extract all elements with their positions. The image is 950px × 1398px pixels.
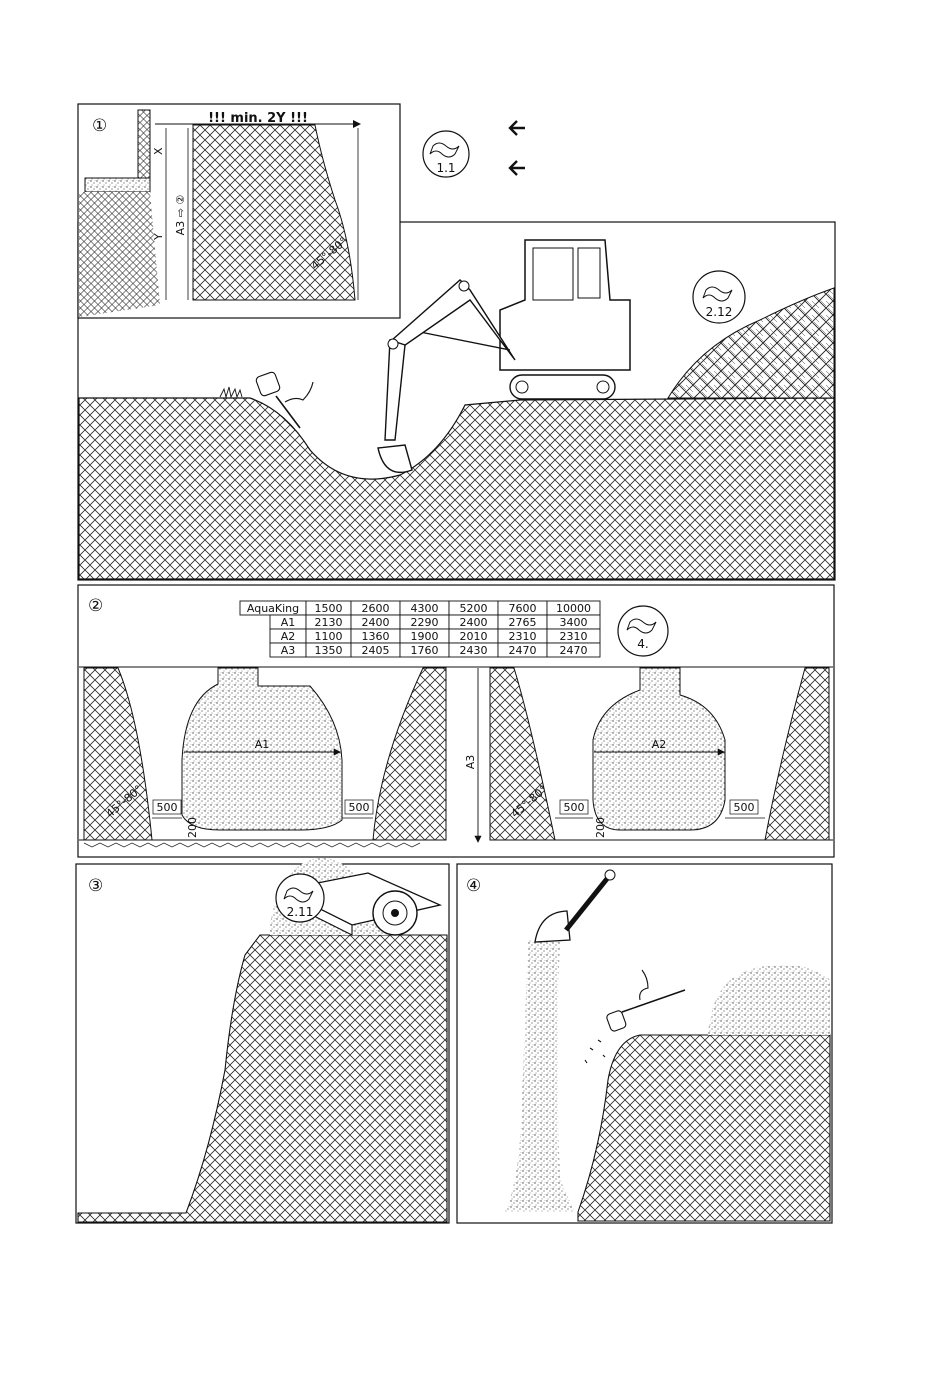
arrow-left-icon — [510, 121, 525, 135]
table-cell: 2290 — [411, 616, 439, 629]
table-cell: A3 — [281, 644, 296, 657]
excavator-bucket-icon — [535, 870, 615, 942]
table-cell: 2765 — [509, 616, 537, 629]
x-label: X — [152, 147, 165, 155]
reference-badge-2-12: 2.12 — [693, 271, 745, 323]
shovel-icon — [606, 970, 685, 1032]
table-cell: 2010 — [460, 630, 488, 643]
table-cell: 2470 — [560, 644, 588, 657]
clearance-500-label: 500 — [157, 801, 178, 814]
panel-number: ② — [88, 596, 103, 616]
reference-code: 2.12 — [706, 305, 733, 319]
table-cell: 1350 — [315, 644, 343, 657]
table-cell: 2310 — [560, 630, 588, 643]
table-cell: 2400 — [362, 616, 390, 629]
panel-3-fill: ③ 2.11 — [76, 858, 449, 1223]
a2-dimension-label: A2 — [652, 738, 667, 751]
table-cell: 1100 — [315, 630, 343, 643]
base-200-label: 200 — [594, 817, 607, 838]
y-label: Y — [152, 233, 165, 241]
clearance-500-label: 500 — [349, 801, 370, 814]
table-header-cell: AquaKing — [247, 602, 299, 615]
table-cell: 2430 — [460, 644, 488, 657]
panel-4-backfill: ④ — [457, 864, 832, 1223]
reference-code: 4. — [637, 637, 648, 651]
arrow-left-icon — [510, 161, 525, 175]
reference-badge-1-1: 1.1 — [423, 121, 525, 177]
panel-number: ③ — [88, 876, 103, 896]
reference-code: 2.11 — [287, 905, 314, 919]
table-cell: A2 — [281, 630, 296, 643]
table-cell: 2405 — [362, 644, 390, 657]
table-header-cell: 5200 — [460, 602, 488, 615]
base-200-label: 200 — [186, 817, 199, 838]
table-cell: 1900 — [411, 630, 439, 643]
a3-dimension-label: A3 — [464, 755, 477, 770]
a1-dimension-label: A1 — [255, 738, 270, 751]
a3-label: A3 ⇨ ② — [174, 195, 187, 236]
clearance-500-label: 500 — [734, 801, 755, 814]
panel-1-inset: ① !!! min. 2Y !!! X Y A3 ⇨ ② 45°-80° — [78, 104, 400, 318]
table-cell: 3400 — [560, 616, 588, 629]
table-cell: 2130 — [315, 616, 343, 629]
table-header-cell: 7600 — [509, 602, 537, 615]
table-header-cell: 1500 — [315, 602, 343, 615]
panel-number: ④ — [466, 876, 481, 896]
table-cell: 2470 — [509, 644, 537, 657]
clearance-500-label: 500 — [564, 801, 585, 814]
reference-badge-4: 4. — [618, 606, 668, 656]
table-header-cell: 4300 — [411, 602, 439, 615]
table-cell: 2400 — [460, 616, 488, 629]
table-cell: 1760 — [411, 644, 439, 657]
reference-badge-2-11: 2.11 — [276, 874, 324, 922]
table-header-cell: 10000 — [556, 602, 591, 615]
table-cell: 2310 — [509, 630, 537, 643]
table-header-cell: 2600 — [362, 602, 390, 615]
panel-number: ① — [92, 116, 107, 136]
table-cell: A1 — [281, 616, 296, 629]
reference-code: 1.1 — [436, 161, 455, 175]
table-cell: 1360 — [362, 630, 390, 643]
min-width-label: !!! min. 2Y !!! — [208, 111, 308, 126]
